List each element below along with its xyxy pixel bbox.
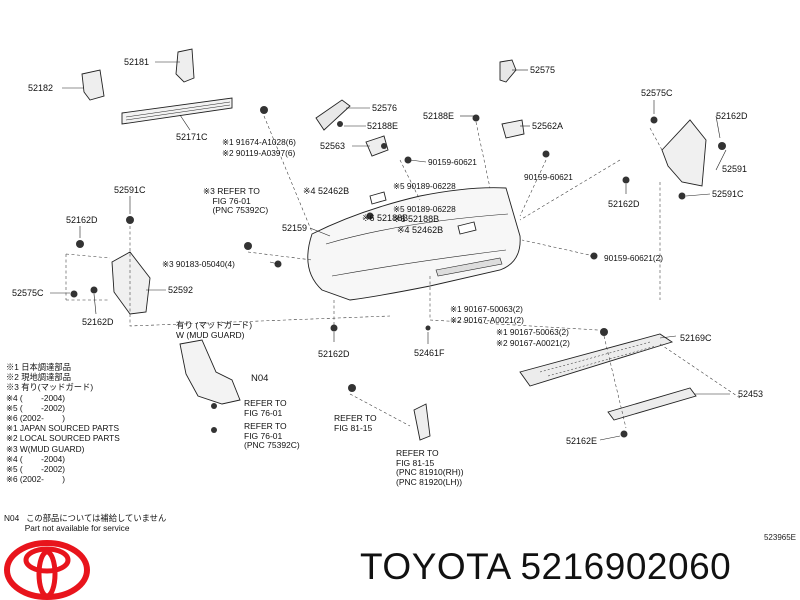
label-52562a: 52562A xyxy=(532,121,564,131)
label-52181: 52181 xyxy=(124,57,150,67)
label-90167-3: ※1 90167-50063(2) xyxy=(496,327,569,337)
bumper-cover-part xyxy=(307,187,521,301)
note-line: ※6 (2002- ) xyxy=(6,413,66,424)
label-90167-4: ※2 90167-A0021(2) xyxy=(496,338,570,348)
label-90119: ※2 90119-A0397(6) xyxy=(222,148,296,158)
leader-lines xyxy=(50,61,730,441)
label-52592: 52592 xyxy=(168,285,194,295)
refer-block-1: ※3 REFER TO FIG 76-01 (PNC 75392C) xyxy=(203,186,269,215)
label-90159-a: 90159-60621 xyxy=(428,157,477,167)
refer-block-2: REFER TO FIG 76-01 xyxy=(244,398,287,418)
side-retainer-right-part xyxy=(661,119,707,187)
label-90189-2: ※5 90189-06228 xyxy=(393,204,456,214)
label-52591c-l: 52591C xyxy=(114,185,146,195)
label-52159: 52159 xyxy=(282,223,308,233)
dashed-guide-lines xyxy=(65,115,741,429)
toyota-logo-icon xyxy=(4,540,90,600)
label-52169c: 52169C xyxy=(680,333,712,343)
note-line: ※1 日本調達部品 xyxy=(6,362,71,372)
label-n04: N04 xyxy=(251,373,269,384)
label-52171c: 52171C xyxy=(176,132,208,142)
note-line: ※2 LOCAL SOURCED PARTS xyxy=(6,433,120,444)
refer-block-5: REFER TO FIG 81-15 (PNC 81910(RH)) (PNC … xyxy=(396,448,464,487)
diffuser-52169c-part xyxy=(519,333,674,387)
label-52462b-2: ※4 52462B xyxy=(397,225,444,235)
label-52188b-2: ※6 52188B xyxy=(393,214,440,224)
note-line: ※3 W(MUD GUARD) xyxy=(6,443,85,454)
label-90189-1: ※5 90189-06228 xyxy=(393,181,456,191)
note-line: ※2 現地調達部品 xyxy=(6,372,71,383)
fasteners xyxy=(70,106,726,438)
brand-part-number: TOYOTA 5216902060 xyxy=(360,546,732,587)
label-91674: ※1 91674-A1028(6) xyxy=(222,137,296,147)
label-52461f: 52461F xyxy=(414,348,445,358)
label-52162d-c: 52162D xyxy=(318,349,350,359)
label-52162d-l2: 52162D xyxy=(82,317,114,327)
diagram-code: 523965E xyxy=(763,533,796,542)
label-52575: 52575 xyxy=(530,65,556,75)
spacer-52563-part xyxy=(365,135,389,157)
label-52188b-1: ※6 52188B xyxy=(362,213,409,223)
label-90167-2: ※2 90167-A0021(2) xyxy=(450,315,524,325)
mud-guard-caption-en: W (MUD GUARD) xyxy=(176,330,245,340)
label-52575c-top: 52575C xyxy=(641,88,673,98)
note-line: ※4 ( -2004) xyxy=(6,392,66,403)
label-52591c-r: 52591C xyxy=(712,189,744,199)
bracket-52181-part xyxy=(175,48,195,83)
label-90183: ※3 90183-05040(4) xyxy=(162,259,235,269)
label-52162d-r2: 52162D xyxy=(608,199,640,209)
label-52182: 52182 xyxy=(28,83,54,93)
note-line: ※4 ( -2004) xyxy=(6,453,66,464)
retainer-52575-part xyxy=(499,59,517,83)
n04-note: N04 この部品については補給していません Part not available… xyxy=(4,513,167,534)
label-90159-b: 90159-60621 xyxy=(524,172,573,182)
label-52188e-2: 52188E xyxy=(423,111,455,121)
label-90167-1: ※1 90167-50063(2) xyxy=(450,304,523,314)
note-line: ※5 ( -2002) xyxy=(6,464,66,475)
label-52162d-tr: 52162D xyxy=(716,111,748,121)
bracket-52182-part xyxy=(81,69,105,101)
label-52591: 52591 xyxy=(722,164,748,174)
reflector-part xyxy=(413,403,431,441)
refer-block-3: REFER TO FIG 76-01 (PNC 75392C) xyxy=(244,421,300,450)
refer-block-4: REFER TO FIG 81-15 xyxy=(334,413,377,433)
side-retainer-left-part xyxy=(111,251,151,315)
cover-cap-52462b-part xyxy=(369,191,387,205)
note-line: ※1 JAPAN SOURCED PARTS xyxy=(6,423,119,434)
molding-52453-part xyxy=(607,387,697,421)
label-52188e-1: 52188E xyxy=(367,121,399,131)
note-line: ※3 有り(マッドガード) xyxy=(6,382,94,393)
notes-legend: ※1 日本調達部品 ※2 現地調達部品 ※3 有り(マッドガード) ※4 ( -… xyxy=(6,362,120,484)
label-52575c-l: 52575C xyxy=(12,288,44,298)
label-52462b-1: ※4 52462B xyxy=(303,186,350,196)
label-52162e: 52162E xyxy=(566,436,598,446)
reinforcement-bar-part xyxy=(121,97,233,125)
mud-guard-caption-jp: 有り (マッドガード) xyxy=(176,320,253,330)
cover-cap-52462b-lower-part xyxy=(457,221,477,235)
label-90159-c: 90159-60621(2) xyxy=(604,253,664,263)
label-52453: 52453 xyxy=(738,389,764,399)
label-52162d-l1: 52162D xyxy=(66,215,98,225)
note-line: ※6 (2002- ) xyxy=(6,474,66,485)
note-line: ※5 ( -2002) xyxy=(6,402,66,413)
mud-guard-caption: 有り (マッドガード) W (MUD GUARD) xyxy=(176,320,252,340)
label-52563: 52563 xyxy=(320,141,346,151)
spacer-52562a-part xyxy=(501,119,525,139)
retainer-52576-part xyxy=(315,99,351,131)
mud-guard-part xyxy=(179,339,241,405)
label-52576: 52576 xyxy=(372,103,398,113)
